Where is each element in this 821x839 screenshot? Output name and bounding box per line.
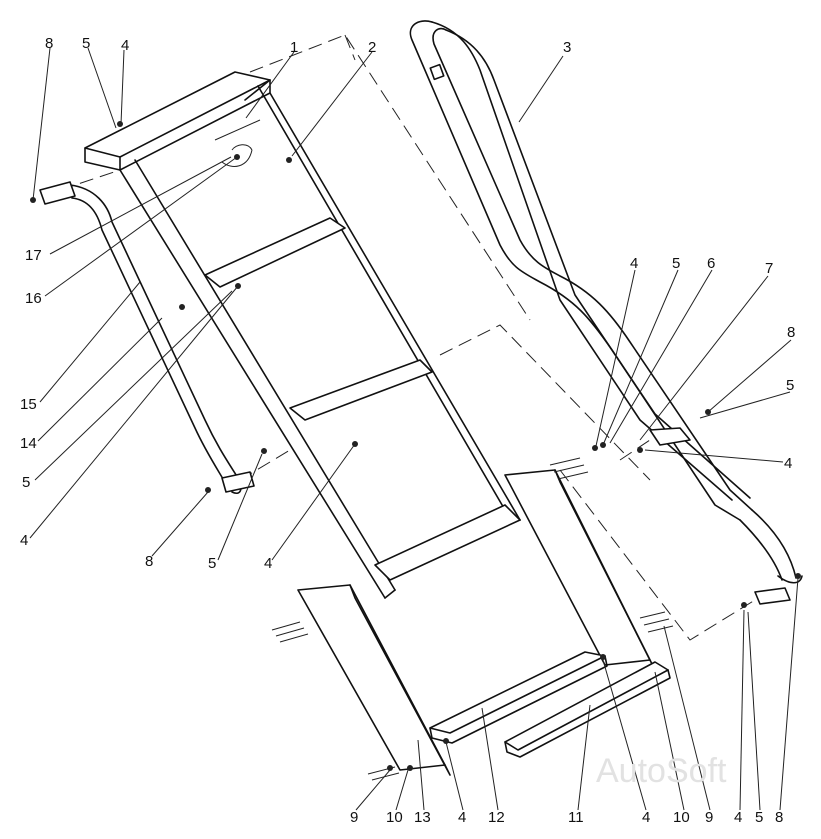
watermark: AutoSoft — [596, 752, 727, 790]
mounting-plate-right — [504, 469, 656, 671]
callout-4: 4 — [20, 532, 28, 549]
leader-lines — [29, 47, 799, 811]
callout-6: 6 — [707, 255, 715, 272]
callout-5: 5 — [672, 255, 680, 272]
callout-16: 16 — [25, 290, 42, 307]
callout-4: 4 — [630, 255, 638, 272]
callout-numbers: 1 2 3 4 5 8 17 16 15 14 5 4 8 5 4 4 5 6 … — [20, 35, 795, 826]
callout-5: 5 — [755, 809, 763, 826]
callout-17: 17 — [25, 247, 42, 264]
handrail-part-3 — [409, 20, 803, 605]
callout-5: 5 — [82, 35, 90, 52]
callout-10: 10 — [386, 809, 403, 826]
kick-plate-part-11 — [504, 661, 671, 758]
callout-4: 4 — [784, 455, 792, 472]
callout-4: 4 — [121, 37, 129, 54]
callout-2: 2 — [368, 39, 376, 56]
callout-8: 8 — [787, 324, 795, 341]
mounting-plate-part-13 — [297, 584, 451, 776]
callout-14: 14 — [20, 435, 37, 452]
callout-8: 8 — [145, 553, 153, 570]
callout-9: 9 — [350, 809, 358, 826]
callout-11: 11 — [568, 809, 584, 826]
callout-4: 4 — [264, 555, 272, 572]
callout-3: 3 — [563, 39, 571, 56]
stair-frame-part-1 — [84, 71, 521, 599]
callout-8: 8 — [775, 809, 783, 826]
callout-5: 5 — [208, 555, 216, 572]
fasteners — [30, 121, 801, 781]
callout-9: 9 — [705, 809, 713, 826]
callout-4: 4 — [642, 809, 650, 826]
callout-13: 13 — [414, 809, 431, 826]
callout-12: 12 — [488, 809, 505, 826]
step-part-12 — [429, 651, 608, 744]
callout-5: 5 — [22, 474, 30, 491]
callout-15: 15 — [20, 396, 37, 413]
callout-8: 8 — [45, 35, 53, 52]
callout-7: 7 — [765, 260, 773, 277]
handrail-part-15 — [39, 181, 255, 494]
callout-4: 4 — [734, 809, 742, 826]
callout-10: 10 — [673, 809, 690, 826]
callout-1: 1 — [290, 39, 298, 56]
callout-5: 5 — [786, 377, 794, 394]
callout-4: 4 — [458, 809, 466, 826]
